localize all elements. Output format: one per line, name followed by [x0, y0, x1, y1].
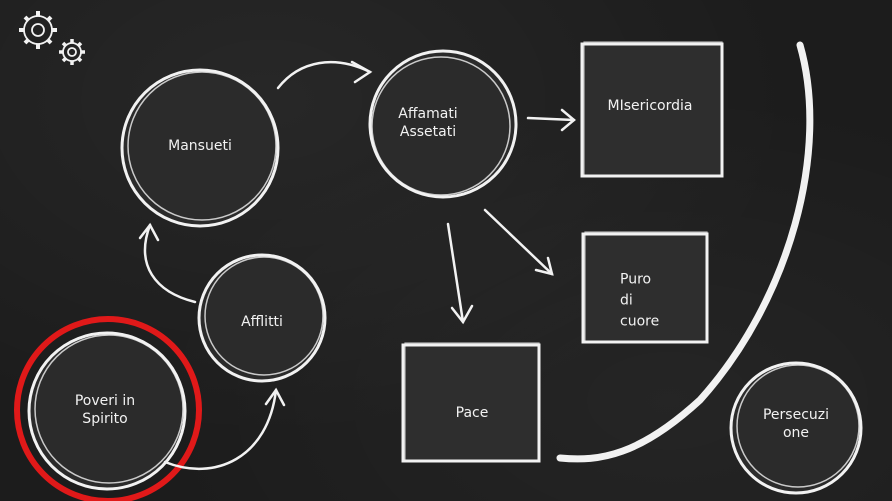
- node-puro-shape: [581, 231, 709, 344]
- node-affamati-shape: [368, 49, 518, 199]
- node-pace-shape: [401, 342, 541, 463]
- divider-curve: [556, 41, 814, 463]
- arrow-mansueti-affamati: [276, 60, 373, 90]
- node-poveri-line2: Spirito: [82, 411, 128, 427]
- node-persecuzione-line1: Persecuzi: [762, 407, 830, 423]
- node-puro-label: Puro di cuore: [620, 270, 659, 333]
- node-puro-line1: Puro: [620, 271, 652, 288]
- node-pace-label: Pace: [455, 405, 489, 421]
- node-puro-line3: cuore: [620, 313, 660, 330]
- arrow-affamati-pace: [446, 222, 474, 325]
- node-persecuzione-shape: [729, 361, 863, 495]
- node-persecuzione-label: Persecuzi one: [763, 406, 829, 442]
- node-afflitti-label: Afflitti: [241, 314, 283, 330]
- node-affamati-line1: Affamati: [398, 106, 458, 122]
- highlight-ring: [14, 316, 202, 501]
- node-affamati-label: Affamati Assetati: [398, 105, 457, 141]
- arrow-affamati-puro: [483, 208, 554, 276]
- arrow-poveri-afflitti: [163, 387, 286, 471]
- node-puro-line2: di: [620, 292, 633, 309]
- node-poveri-line1: Poveri in: [74, 393, 136, 409]
- node-poveri-shape: [27, 331, 187, 491]
- node-misericordia-shape: [580, 41, 724, 178]
- arrow-afflitti-mansueti: [138, 222, 197, 304]
- gears-icon[interactable]: [19, 11, 85, 65]
- node-persecuzione-line2: one: [782, 425, 810, 441]
- node-mansueti-shape: [120, 68, 280, 228]
- node-mansueti-label: Mansueti: [168, 138, 232, 154]
- arrow-affamati-misericordia: [526, 108, 576, 132]
- node-afflitti-shape: [197, 253, 327, 383]
- node-misericordia-label: MIsericordia: [607, 98, 693, 114]
- node-poveri-label: Poveri in Spirito: [75, 392, 135, 428]
- node-affamati-line2: Assetati: [399, 124, 457, 140]
